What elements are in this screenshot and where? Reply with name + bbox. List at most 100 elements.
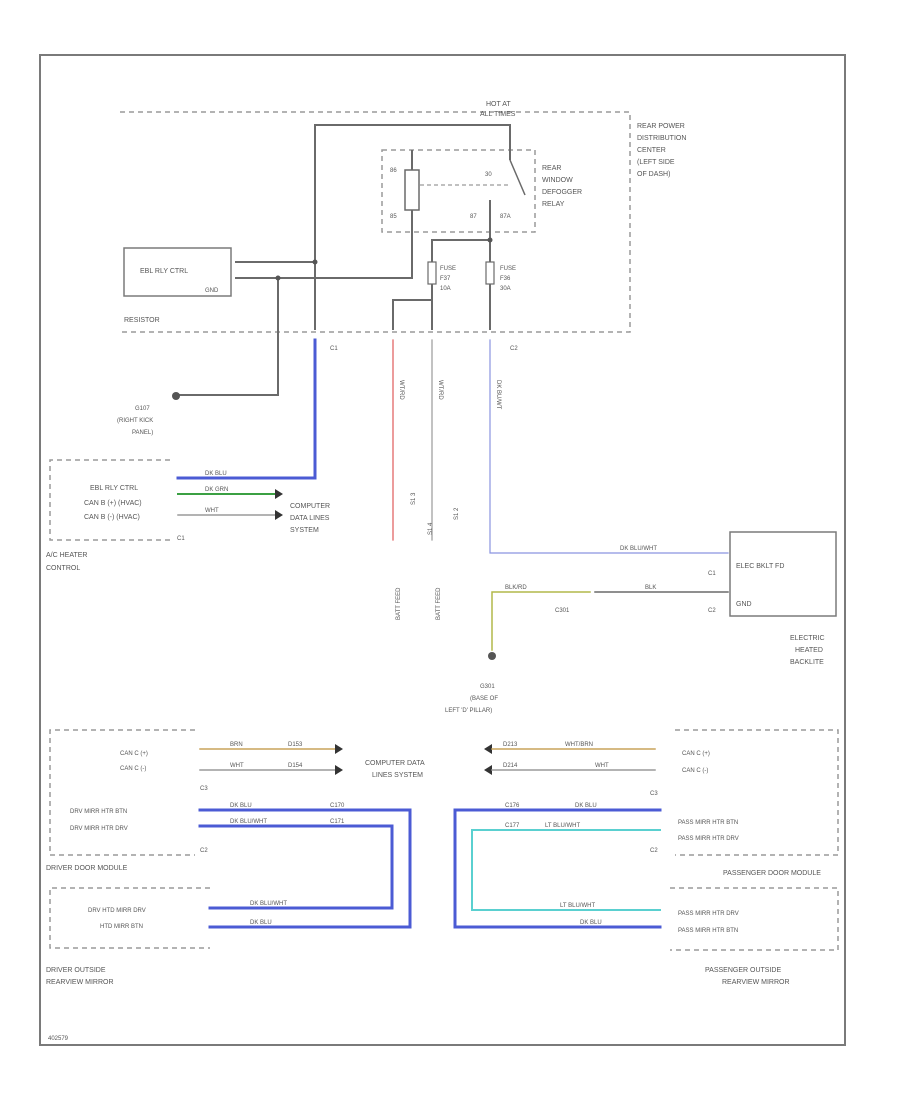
rear-pdc-outline: [120, 111, 631, 333]
pass-door-pin-3: PASS MIRR HTR BTN: [678, 820, 738, 826]
driver-door-outline: [49, 729, 195, 856]
relay-box: [381, 149, 536, 233]
ac-pin-1: EBL RLY CTRL: [90, 485, 138, 492]
conn-c1-label: C1: [330, 346, 338, 352]
drv-door-pin-2: CAN C (-): [120, 766, 146, 772]
tag-c176: C176: [505, 803, 520, 809]
backlite-pin-2: GND: [736, 601, 752, 608]
wire-tag-wht: WHT: [205, 508, 219, 514]
pass-door-outline: [675, 729, 839, 856]
tag-c177: C177: [505, 823, 520, 829]
relay-pin-87a: 87A: [500, 214, 511, 220]
g107-l2: (RIGHT KICK: [117, 418, 153, 424]
drv-door-pin-4: DRV MIRR HTR DRV: [70, 826, 128, 832]
wire-pass-mirr-blu: [453, 808, 662, 929]
pass-door-c3: C3: [650, 791, 658, 797]
tag-wht-brn: WHT/BRN: [565, 742, 593, 748]
relay-label-l4: RELAY: [542, 201, 565, 208]
tag-c170: C170: [330, 803, 345, 809]
tag-brn-l: BRN: [230, 742, 243, 748]
tag-wht-r: WHT: [595, 763, 609, 769]
cdl-l1: COMPUTER: [290, 503, 330, 510]
cdl-mid-l1: COMPUTER DATA: [365, 760, 425, 767]
cdl-mid-l2: LINES SYSTEM: [372, 772, 423, 779]
wire-tag-dk-blu-wht: DK BLU/WHT: [620, 546, 657, 552]
ground-g107: [172, 392, 180, 400]
backlite-c2: C2: [708, 608, 716, 614]
resistor-gnd-label: GND: [205, 288, 219, 294]
backlite-box: [729, 531, 837, 617]
hot-at-all-times-l2: ALL TIMES: [480, 111, 516, 118]
arrow-right-1: [484, 744, 492, 754]
pass-door-name: PASSENGER DOOR MODULE: [723, 870, 821, 877]
hot-at-all-times-l1: HOT AT: [486, 101, 511, 108]
tag-wht-l: WHT: [230, 763, 244, 769]
pass-door-pin-1: CAN C (+): [682, 751, 710, 757]
splice-dot: [312, 259, 318, 265]
drv-door-c2: C2: [200, 848, 208, 854]
tag-d213: D213: [503, 742, 518, 748]
drv-door-name: DRIVER DOOR MODULE: [46, 865, 128, 872]
rear-pdc-l3: CENTER: [637, 147, 666, 154]
tag-dk-blu-wht-d3: DK BLU/WHT: [250, 901, 287, 907]
fuse-f37: [427, 261, 437, 285]
ac-pin-2: CAN B (+) (HVAC): [84, 500, 142, 507]
pass-mirr-pin-2: PASS MIRR HTR BTN: [678, 928, 738, 934]
pass-mirror-outline: [670, 887, 839, 951]
wire-tag-dk-grn: DK GRN: [205, 487, 228, 493]
ac-pin-3: CAN B (-) (HVAC): [84, 514, 140, 521]
pass-door-pin-4: PASS MIRR HTR DRV: [678, 836, 739, 842]
ac-name-l1: A/C HEATER: [46, 552, 88, 559]
arrow-left-1: [335, 744, 343, 754]
pass-mirr-pin-1: PASS MIRR HTR DRV: [678, 911, 739, 917]
wire-tag-dk-blu: DK BLU: [205, 471, 227, 477]
tag-d214: D214: [503, 763, 518, 769]
resistor-label: RESISTOR: [124, 317, 160, 324]
backlite-name-l2: HEATED: [795, 647, 823, 654]
ground-g301: [488, 652, 496, 660]
arrow-right-2: [484, 765, 492, 775]
tag-d154: D154: [288, 763, 303, 769]
relay-label-l3: DEFOGGER: [542, 189, 582, 196]
pass-mirr-name-l2: REARVIEW MIRROR: [722, 979, 790, 986]
fuse-right-l3: 30A: [500, 286, 511, 292]
tag-lt-blu-wht-p3: LT BLU/WHT: [560, 903, 595, 909]
diagram-border: [39, 54, 846, 1046]
backlite-name-l3: BACKLITE: [790, 659, 824, 666]
tag-c171: C171: [330, 819, 345, 825]
hot-label-2: BATT FEED: [436, 587, 442, 620]
pdc-wire-resistor-gnd: [178, 278, 279, 396]
pass-mirr-name-l1: PASSENGER OUTSIDE: [705, 967, 781, 974]
splice-s13: S1 3: [411, 492, 417, 505]
pdc-wire-c2-left: [392, 299, 432, 330]
drv-door-pin-3: DRV MIRR HTR BTN: [70, 809, 127, 815]
drv-door-c3: C3: [200, 786, 208, 792]
g107-l3: PANEL): [132, 430, 153, 436]
splice-s12: S1 2: [454, 507, 460, 520]
relay-label-l1: REAR: [542, 165, 561, 172]
relay-label-l2: WINDOW: [542, 177, 573, 184]
pdc-feed-wire: [314, 124, 511, 330]
relay-pin-85: 85: [390, 214, 397, 220]
driver-mirror-outline: [49, 887, 210, 949]
rear-pdc-l2: DISTRIBUTION: [637, 135, 686, 142]
cdl-l2: DATA LINES: [290, 515, 330, 522]
wire-tag-blk-red: BLK/RD: [505, 585, 527, 591]
backlite-c1: C1: [708, 571, 716, 577]
tag-dk-blu-p1: DK BLU: [575, 803, 597, 809]
rear-pdc-l4: (LEFT SIDE: [637, 159, 675, 166]
pdc-wire-fuse-left: [431, 239, 490, 330]
pdc-wire-85: [235, 210, 413, 279]
fuse-right-l1: FUSE: [500, 266, 516, 272]
arrow-can-2: [275, 510, 283, 520]
fuse-left-l1: FUSE: [440, 266, 456, 272]
pass-door-c2: C2: [650, 848, 658, 854]
fuse-left-l3: 10A: [440, 286, 451, 292]
relay-switch: [509, 159, 526, 196]
cdl-l3: SYSTEM: [290, 527, 319, 534]
relay-coil: [404, 169, 420, 211]
resistor-ebl-label: EBL RLY CTRL: [140, 268, 188, 275]
wire-backlite-feed: [489, 339, 729, 554]
relay-pin-87: 87: [470, 214, 477, 220]
